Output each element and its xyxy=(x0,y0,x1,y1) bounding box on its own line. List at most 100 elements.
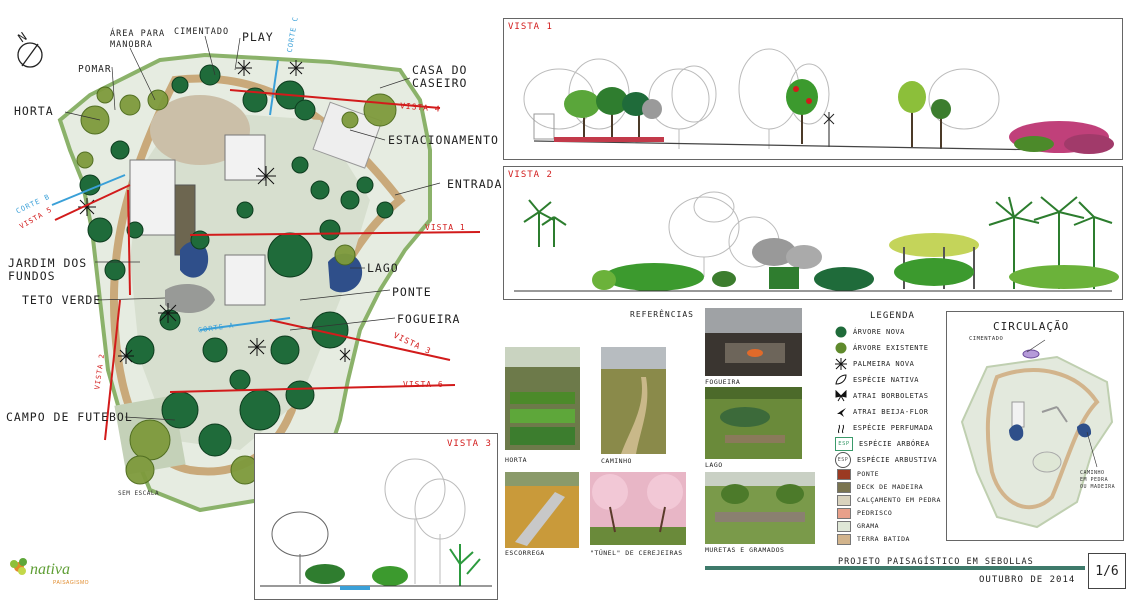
vista-1-title: VISTA 1 xyxy=(508,22,553,32)
esp-box-icon: ESP xyxy=(835,437,853,451)
legend-label: ÁRVORE EXISTENTE xyxy=(853,344,929,352)
label-vista-6: VISTA 6 xyxy=(403,380,444,389)
photo-muretas-gramados xyxy=(705,472,815,544)
vista-1-panel: VISTA 1 xyxy=(503,18,1123,160)
legend-item-especie-arbustiva: ESP ESPÉCIE ARBUSTIVA xyxy=(835,452,937,468)
trees-existing xyxy=(76,86,397,485)
photo-lago xyxy=(705,387,802,459)
footer-date: OUTUBRO DE 2014 xyxy=(979,575,1076,585)
legend-item-especie-nativa: ESPÉCIE NATIVA xyxy=(835,372,919,388)
vista-3-elevation xyxy=(260,458,492,590)
vista-1-elevation xyxy=(523,48,1114,154)
label-teto-verde: TETO VERDE xyxy=(22,293,102,307)
material-label: PEDRISCO xyxy=(857,509,893,517)
vista-3-title: VISTA 3 xyxy=(447,439,492,449)
label-campo-futebol: CAMPO DE FUTEBOL xyxy=(6,410,133,424)
leaf-icon xyxy=(835,374,847,386)
view-lines xyxy=(54,89,481,441)
esp-circle-icon: ESP xyxy=(835,452,851,468)
photo-caption-tunel-cerejeiras: "TÚNEL" DE CEREJEIRAS xyxy=(590,549,683,557)
circulacao-caminho-label: CAMINHO EM PEDRA OU MADEIRA xyxy=(1080,470,1116,490)
dark-green-circle-icon xyxy=(835,326,847,338)
photo-caption-horta: HORTA xyxy=(505,456,528,464)
circulacao-panel: CIRCULAÇÃO CIMENTADO CAMINHO EM PEDRA OU… xyxy=(946,311,1124,541)
legend-label: ESPÉCIE ARBUSTIVA xyxy=(857,456,938,464)
label-ponte: PONTE xyxy=(392,285,432,299)
section-lines xyxy=(51,59,291,331)
legend-item-atrai-borboletas: ATRAI BORBOLETAS xyxy=(835,388,928,404)
material-label: TERRA BATIDA xyxy=(857,535,910,543)
photo-horta xyxy=(505,347,580,450)
photo-escorrega xyxy=(505,472,579,548)
circulacao-plan xyxy=(960,339,1114,529)
label-pomar: POMAR xyxy=(78,64,112,75)
photo-caption-lago: LAGO xyxy=(705,461,723,469)
legend-label: ESPÉCIE NATIVA xyxy=(853,376,920,384)
material-label: GRAMA xyxy=(857,522,880,530)
scent-icon xyxy=(835,422,847,434)
legenda-title: LEGENDA xyxy=(870,311,915,321)
legend-label: ATRAI BORBOLETAS xyxy=(853,392,929,400)
logo: nativa PAISAGISMO xyxy=(8,556,98,596)
material-label: CALÇAMENTO EM PEDRA xyxy=(857,496,941,504)
north-arrow xyxy=(17,42,43,68)
asterisk-icon xyxy=(835,358,847,370)
photo-tunel-cerejeiras xyxy=(590,472,686,545)
label-casa-caseiro: CASA DO CASEIRO xyxy=(412,63,468,90)
hummingbird-icon xyxy=(835,406,847,418)
photo-caption-fogueira: FOGUEIRA xyxy=(705,378,741,386)
photo-caminho xyxy=(601,347,666,454)
material-label: DECK DE MADEIRA xyxy=(857,483,924,491)
label-lago: LAGO xyxy=(367,261,399,275)
butterfly-icon xyxy=(835,390,847,402)
label-play: PLAY xyxy=(242,30,274,44)
photo-caption-escorrega: ESCORREGA xyxy=(505,549,545,557)
material-label: PONTE xyxy=(857,470,880,478)
legend-label: PALMEIRA NOVA xyxy=(853,360,915,368)
photo-caption-muretas-gramados: MURETAS E GRAMADOS xyxy=(705,546,785,554)
footer-project: PROJETO PAISAGÍSTICO EM SEBOLLAS xyxy=(838,557,1034,567)
label-fogueira: FOGUEIRA xyxy=(397,312,461,326)
label-sem-escala: SEM ESCALA xyxy=(118,490,160,497)
legend-item-especie-arborea: ESP ESPÉCIE ARBÓREA xyxy=(835,436,930,452)
label-vista-1: VISTA 1 xyxy=(425,223,466,232)
legend-item-atrai-beija-flor: ATRAI BEIJA-FLOR xyxy=(835,404,928,420)
legend-item-especie-perfumada: ESPÉCIE PERFUMADA xyxy=(835,420,933,436)
logo-sub: PAISAGISMO xyxy=(53,580,90,586)
material-ponte: PONTE xyxy=(837,468,879,480)
circulacao-title: CIRCULAÇÃO xyxy=(993,320,1070,333)
legend-label: ESPÉCIE PERFUMADA xyxy=(853,424,934,432)
legend-item-arvore-existente: ÁRVORE EXISTENTE xyxy=(835,340,928,356)
sheet-number: 1/6 xyxy=(1095,563,1119,579)
legend-item-palmeira-nova: PALMEIRA NOVA xyxy=(835,356,914,372)
label-estacionamento: ESTACIONAMENTO xyxy=(388,133,499,147)
label-cimentado: CIMENTADO xyxy=(174,27,230,37)
lake xyxy=(180,241,209,278)
footer-bar xyxy=(705,566,1085,570)
label-horta: HORTA xyxy=(14,104,54,118)
legend-label: ÁRVORE NOVA xyxy=(853,328,905,336)
label-jardim-fundos: JARDIM DOS FUNDOS xyxy=(8,256,88,283)
legend-label: ATRAI BEIJA-FLOR xyxy=(853,408,929,416)
photo-caption-caminho: CAMINHO xyxy=(601,457,632,465)
vista-2-panel: VISTA 2 xyxy=(503,166,1123,300)
logo-name: nativa xyxy=(30,561,70,578)
logo-leaf-icon xyxy=(10,558,27,575)
legend-label: ESPÉCIE ARBÓREA xyxy=(859,440,930,448)
material-pedrisco: PEDRISCO xyxy=(837,507,892,519)
material-grama: GRAMA xyxy=(837,520,879,532)
label-entrada: ENTRADA xyxy=(447,177,503,191)
photo-fogueira xyxy=(705,308,802,376)
material-deck: DECK DE MADEIRA xyxy=(837,481,923,493)
site-plan xyxy=(17,35,481,513)
olive-circle-icon xyxy=(835,342,847,354)
vista-3-panel: VISTA 3 xyxy=(254,433,498,600)
vista-2-elevation xyxy=(514,191,1119,292)
palms xyxy=(78,60,351,364)
legend-item-arvore-nova: ÁRVORE NOVA xyxy=(835,324,905,340)
sheet-number-box: 1/6 xyxy=(1088,553,1126,589)
referencias-title: REFERÊNCIAS xyxy=(630,310,694,319)
material-calcamento: CALÇAMENTO EM PEDRA xyxy=(837,494,941,506)
label-area-manobra: ÁREA PARA MANOBRA xyxy=(110,29,166,50)
material-terra-batida: TERRA BATIDA xyxy=(837,533,910,545)
